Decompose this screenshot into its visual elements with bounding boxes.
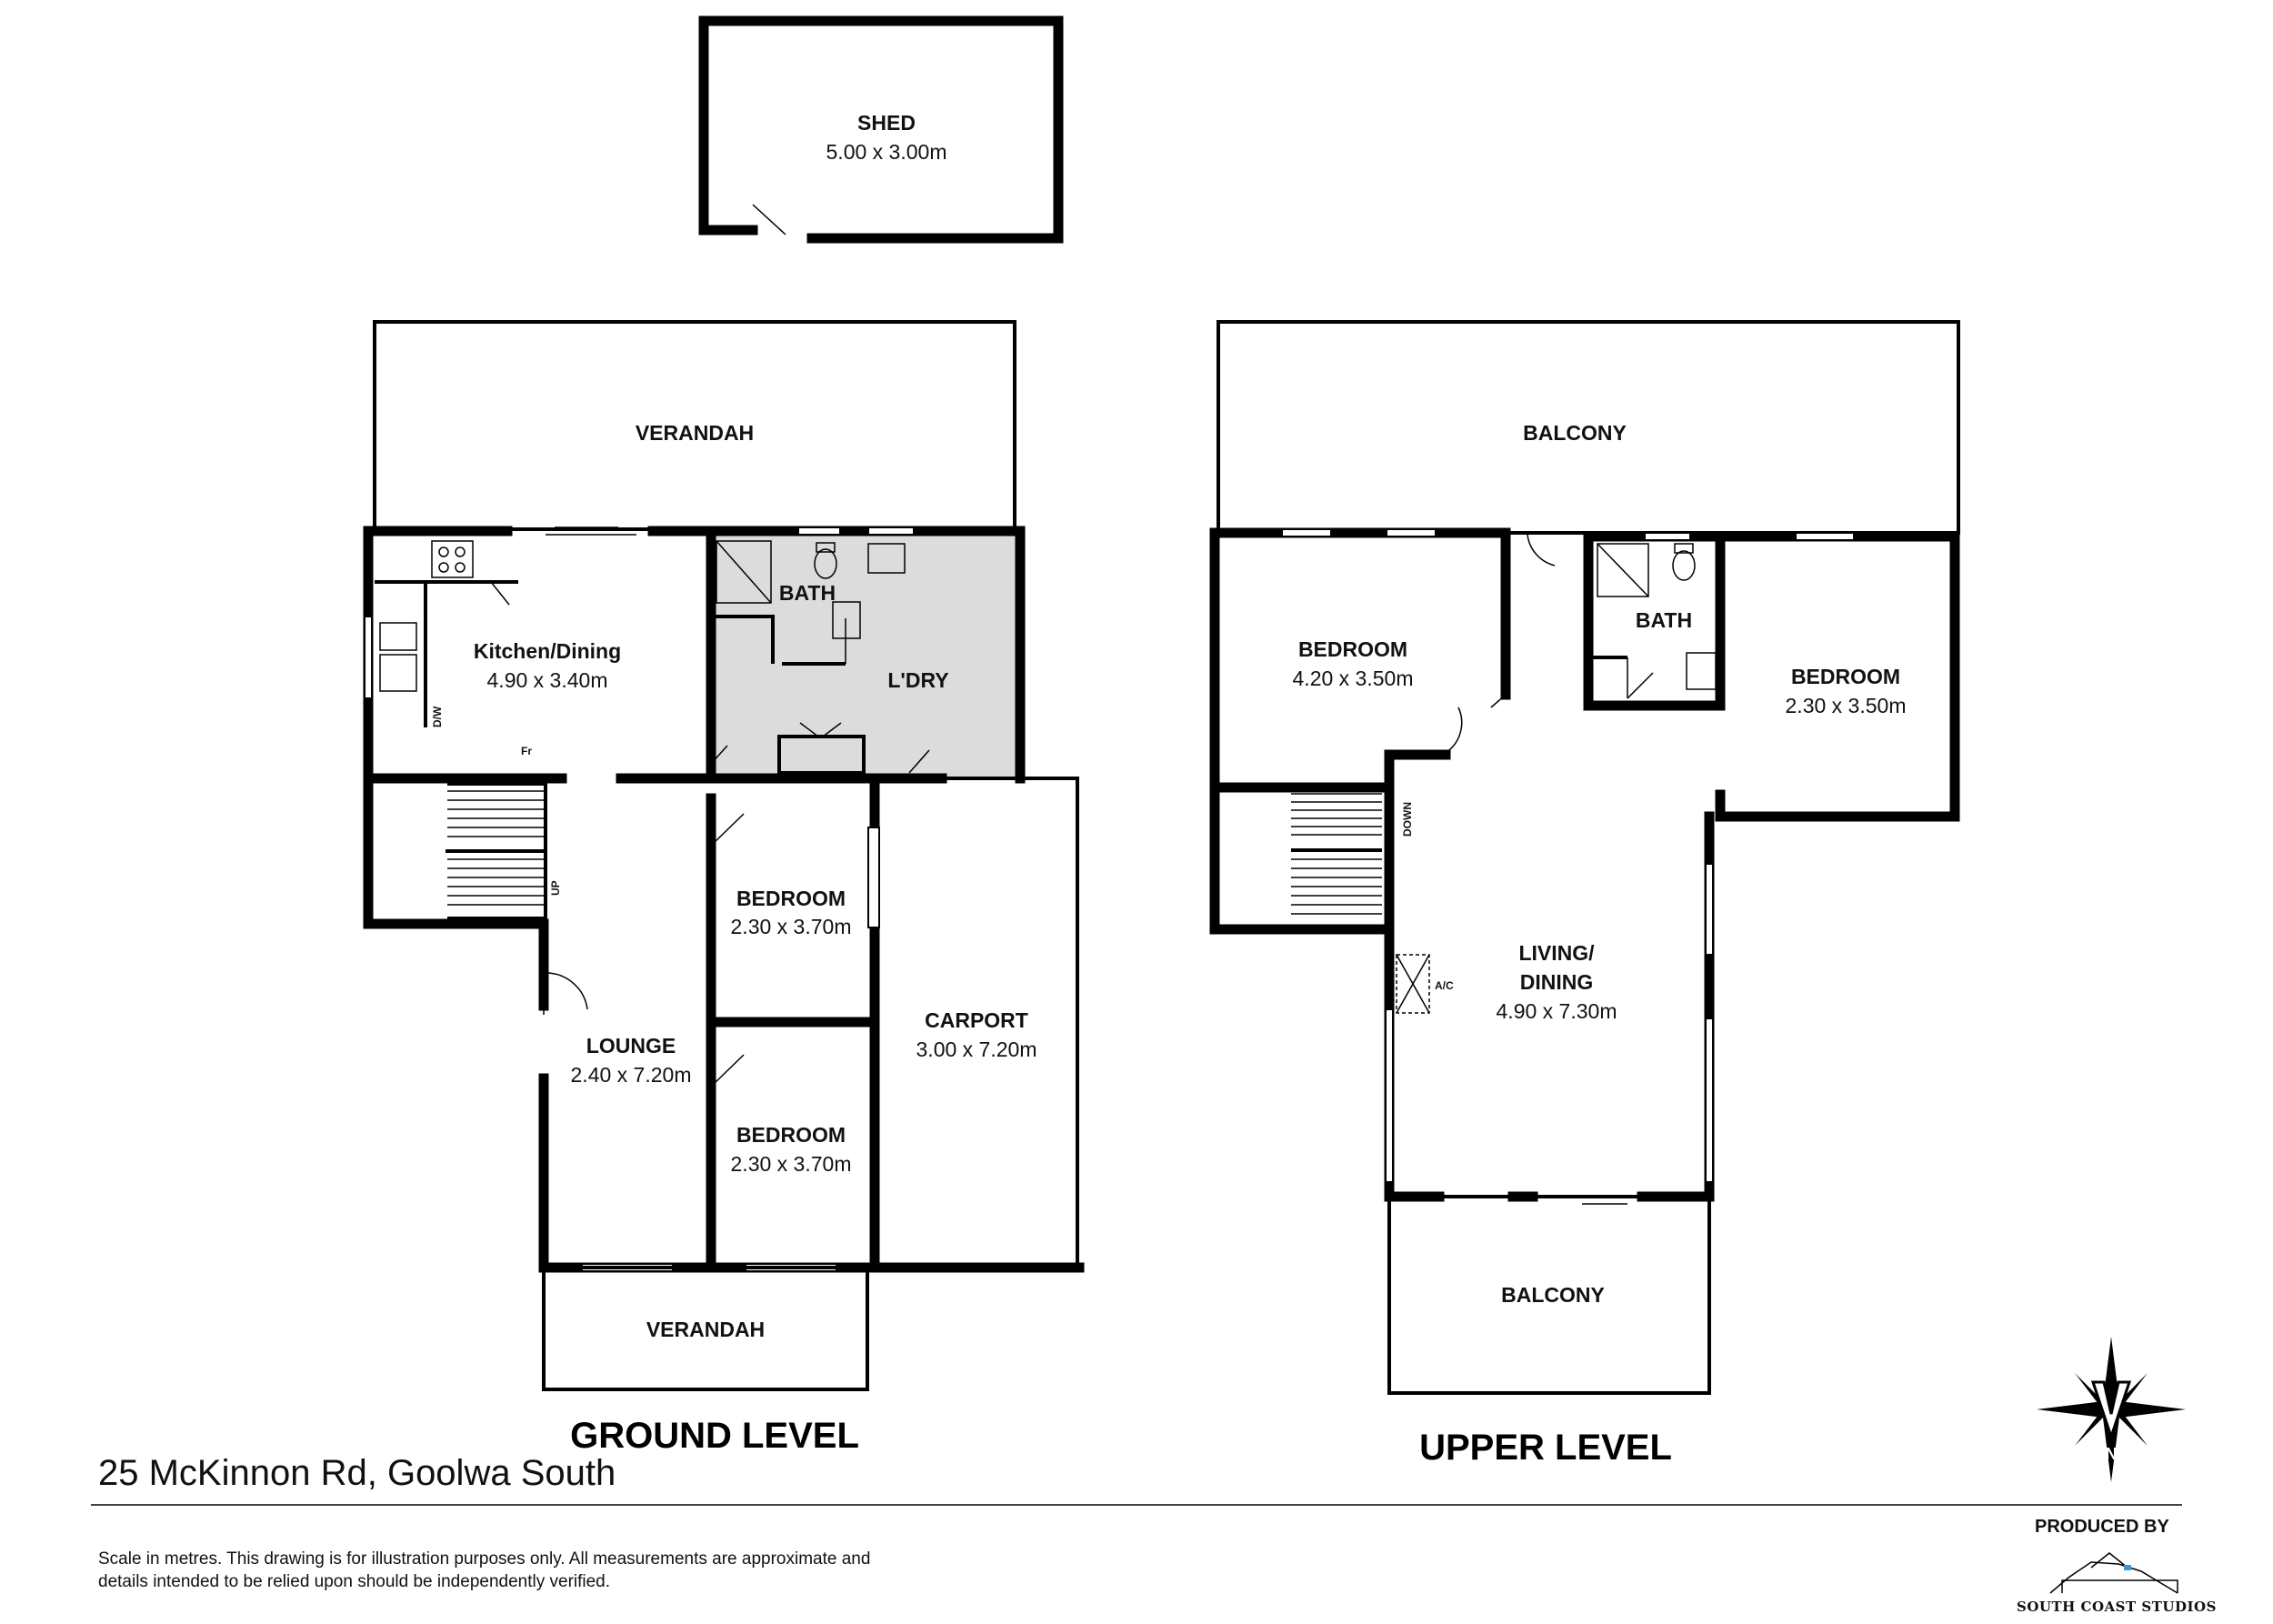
bath-fixtures xyxy=(710,540,930,775)
lounge-dims: 2.40 x 7.20m xyxy=(571,1063,692,1087)
balcony-bottom-name: BALCONY xyxy=(1501,1283,1605,1307)
address: 25 McKinnon Rd, Goolwa South xyxy=(98,1453,616,1493)
bedroom-left-dims: 4.20 x 3.50m xyxy=(1293,667,1414,690)
bedroom-left-name: BEDROOM xyxy=(1298,637,1407,661)
living-dims: 4.90 x 7.30m xyxy=(1497,999,1617,1023)
compass-letter: N xyxy=(2106,1445,2118,1463)
living-name-line1: LIVING/ xyxy=(1518,941,1595,965)
ground-level-plan: UP D/W Fr xyxy=(363,320,1085,1456)
carport-name: CARPORT xyxy=(925,1008,1028,1032)
bedroom-1-dims: 2.30 x 3.70m xyxy=(731,915,852,938)
kitchen-dims: 4.90 x 3.40m xyxy=(487,668,608,692)
studio-name: SOUTH COAST STUDIOS xyxy=(2017,1599,2217,1615)
shed-dims: 5.00 x 3.00m xyxy=(826,140,947,164)
bedroom-right-dims: 2.30 x 3.50m xyxy=(1786,694,1907,717)
compass-icon: N xyxy=(2037,1337,2186,1482)
bedroom-1-name: BEDROOM xyxy=(736,887,846,910)
bedroom-2-name: BEDROOM xyxy=(736,1123,846,1147)
studio-logo-icon xyxy=(2049,1552,2178,1594)
upper-level-plan: DOWN xyxy=(1209,320,1960,1468)
laundry-name: L'DRY xyxy=(887,668,948,692)
carport-dims: 3.00 x 7.20m xyxy=(916,1038,1037,1061)
fridge-label: Fr xyxy=(521,745,532,757)
produced-by-label: PRODUCED BY xyxy=(2035,1517,2169,1537)
kitchen-name: Kitchen/Dining xyxy=(474,639,621,663)
lounge-name: LOUNGE xyxy=(586,1034,676,1058)
verandah-top-name: VERANDAH xyxy=(636,421,754,445)
ground-bath-name: BATH xyxy=(779,581,836,605)
kitchen-bench xyxy=(375,540,518,727)
upper-level-title: UPPER LEVEL xyxy=(1419,1428,1672,1468)
balcony-top-name: BALCONY xyxy=(1523,421,1627,445)
bedroom-right-name: BEDROOM xyxy=(1791,665,1900,688)
ground-level-title: GROUND LEVEL xyxy=(570,1416,859,1456)
footer-divider xyxy=(91,1504,2182,1506)
upper-bath-fixtures xyxy=(1593,543,1717,699)
dishwasher-label: D/W xyxy=(431,706,444,727)
verandah-bottom-name: VERANDAH xyxy=(646,1318,765,1341)
bedroom-2-dims: 2.30 x 3.70m xyxy=(731,1152,852,1176)
stairs-down-label: DOWN xyxy=(1401,802,1414,837)
shed: SHED 5.00 x 3.00m xyxy=(698,15,1064,244)
disclaimer: Scale in metres. This drawing is for ill… xyxy=(98,1549,871,1591)
stairs-up xyxy=(447,790,544,906)
stairs-up-label: UP xyxy=(549,880,562,896)
aircon-label: A/C xyxy=(1435,979,1454,992)
living-name-line2: DINING xyxy=(1520,970,1594,994)
aircon-unit xyxy=(1396,954,1430,1014)
upper-bath-name: BATH xyxy=(1636,608,1692,632)
shed-name: SHED xyxy=(857,111,916,135)
stairs-down xyxy=(1291,793,1382,915)
